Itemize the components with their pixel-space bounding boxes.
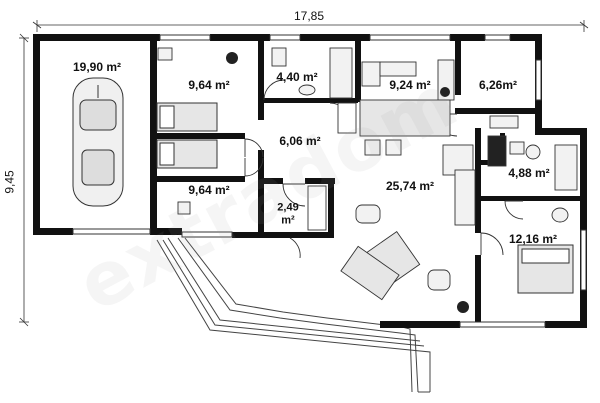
room-bedroom-top-area: 9,64 m² [188,78,230,92]
room-garage-area: 19,90 m² [72,60,122,74]
room-bedroom-bottom-area: 9,64 m² [188,183,230,197]
bay-window [156,237,431,393]
room-bathroom-area: 4,40 m² [276,70,318,84]
room-living-area: 25,74 m² [385,179,435,193]
room-kitchen-area: 9,24 m² [389,78,431,92]
width-dimension: 17,85 [294,9,325,23]
bed-icons [156,102,574,294]
room-utility-area: 6,26m² [478,78,518,92]
room-bedroom-right-area: 12,16 m² [508,232,558,246]
windows [72,34,587,328]
dimension-lines [19,20,589,327]
fixtures [157,47,578,301]
room-hall-area: 6,06 m² [279,134,321,148]
plant-icons [226,52,469,313]
room-closet-area-line1: 2,49 [277,201,299,214]
room-bath-small-area: 4,88 m² [508,166,550,180]
height-dimension: 9,45 [2,170,17,194]
room-closet-area-line2: m² [281,214,295,227]
car-icon [72,77,124,207]
